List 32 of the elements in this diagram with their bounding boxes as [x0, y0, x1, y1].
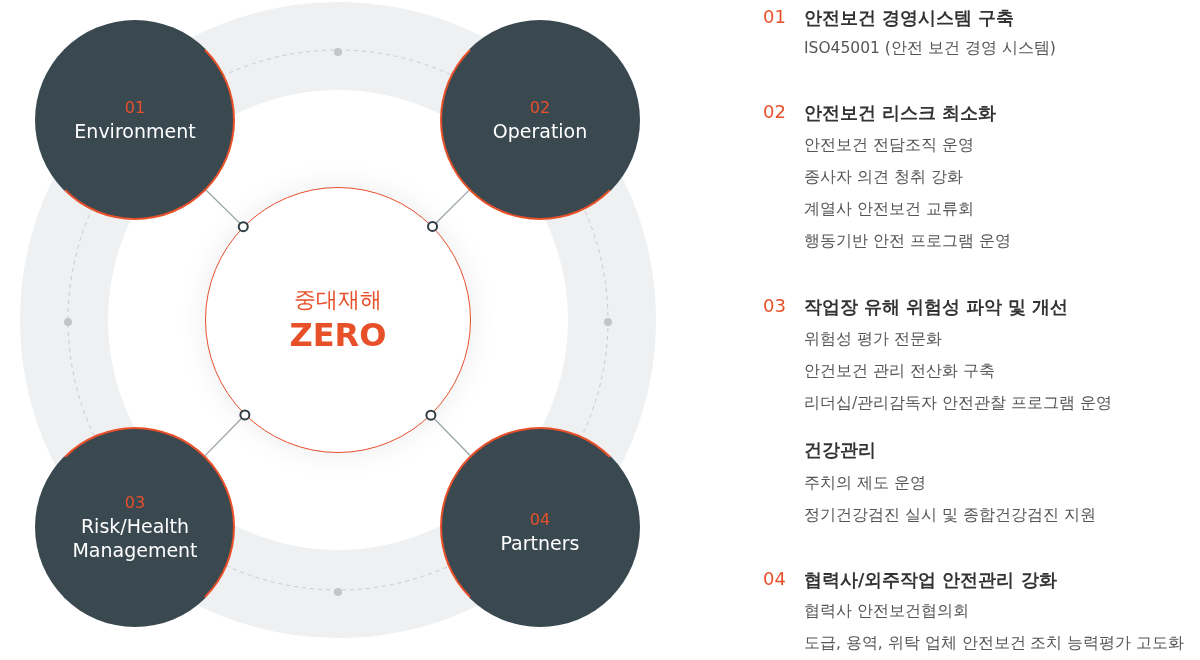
category-title: Partners: [500, 531, 580, 555]
section-heading: 작업장 유해 위험성 파악 및 개선: [804, 296, 1069, 319]
list-item: 리더십/관리감독자 안전관찰 프로그램 운영: [804, 393, 1112, 414]
list-item: 도급, 용역, 위탁 업체 안전보건 조치 능력평가 고도화: [804, 633, 1185, 654]
center-subtitle: ZERO: [289, 315, 387, 355]
category-title: Operation: [492, 119, 588, 143]
list-item: 안전보건 전담조직 운영: [804, 135, 974, 156]
section-heading: 건강관리: [804, 439, 876, 462]
item-number: 03: [124, 492, 146, 514]
category-title: Risk/Health Management: [71, 514, 199, 562]
section-heading: 협력사/외주작업 안전관리 강화: [804, 569, 1057, 592]
item-number: 02: [529, 97, 551, 119]
center-title: 중대재해: [294, 286, 382, 314]
list-item: 협력사 안전보건협의회: [804, 601, 969, 622]
section-heading: 안전보건 경영시스템 구축: [804, 7, 1015, 30]
item-number: 04: [763, 568, 786, 589]
item-number: 04: [529, 509, 551, 531]
list-item: 안건보건 관리 전산화 구축: [804, 361, 995, 382]
section-heading: 안전보건 리스크 최소화: [804, 102, 997, 125]
list-item: 주치의 제도 운영: [804, 473, 926, 494]
list-item: ISO45001 (안전 보건 경영 시스템): [804, 38, 1056, 59]
list-item: 행동기반 안전 프로그램 운영: [804, 231, 1011, 252]
item-number: 01: [124, 97, 146, 119]
item-number: 02: [763, 101, 786, 122]
item-number: 03: [763, 295, 786, 316]
list-item: 정기건강검진 실시 및 종합건강검진 지원: [804, 505, 1096, 526]
item-number: 01: [763, 6, 786, 27]
category-title: Environment: [74, 119, 196, 143]
list-item: 종사자 의견 청취 강화: [804, 167, 963, 188]
list-item: 계열사 안전보건 교류회: [804, 199, 974, 220]
list-item: 위험성 평가 전문화: [804, 329, 942, 350]
connector-line: [425, 409, 471, 457]
